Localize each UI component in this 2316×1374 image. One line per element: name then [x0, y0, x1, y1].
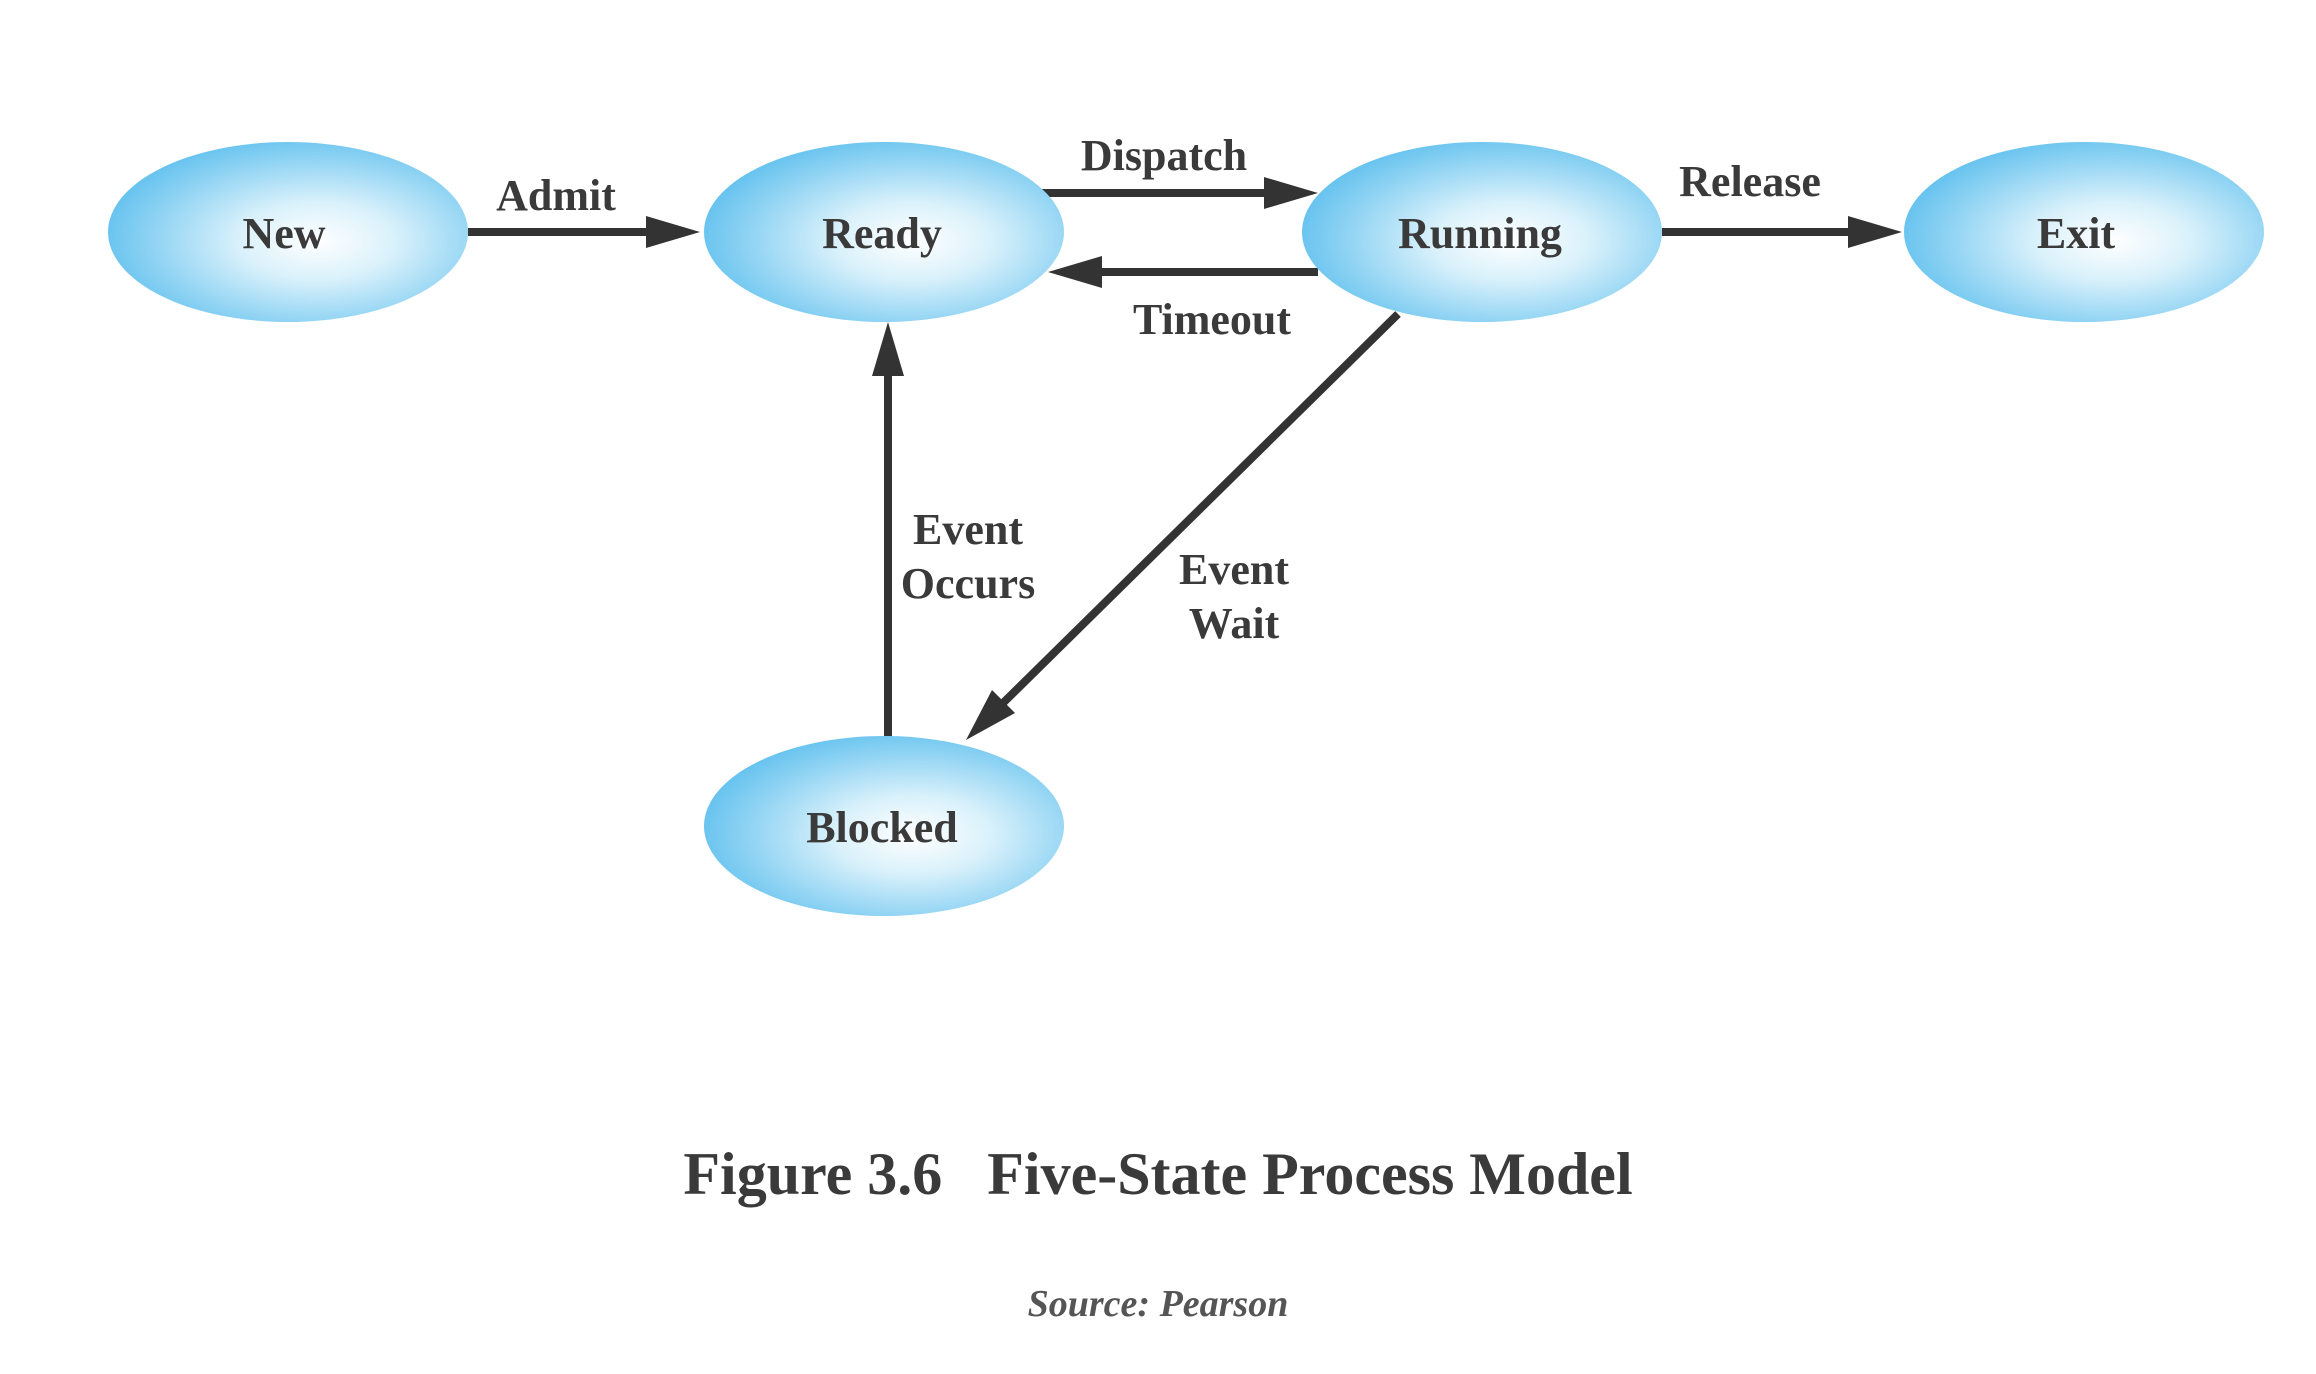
figure-source: Source: Pearson [1027, 1283, 1289, 1325]
arrow-head-icon [1264, 177, 1318, 209]
edge-label-event-occurs-line1: Event [913, 505, 1023, 554]
arrow-head-icon [872, 322, 904, 376]
state-exit-label: Exit [2037, 209, 2116, 258]
edge-label-dispatch: Dispatch [1081, 131, 1247, 180]
arrow-head-icon [1848, 216, 1902, 248]
state-new: New [108, 142, 468, 322]
edge-label-event-wait-line2: Wait [1189, 599, 1280, 648]
arrow-head-icon [646, 216, 700, 248]
edge-admit [468, 216, 700, 248]
state-running-label: Running [1398, 209, 1562, 258]
figure-caption: Figure 3.6 Five-State Process Model [683, 1141, 1633, 1207]
edge-event-occurs [872, 322, 904, 738]
edge-label-event-occurs-line2: Occurs [901, 559, 1035, 608]
state-ready: Ready [704, 142, 1064, 322]
edge-dispatch [1042, 177, 1318, 209]
edge-label-release: Release [1679, 157, 1821, 206]
edge-label-event-wait-line1: Event [1179, 545, 1289, 594]
state-running: Running [1302, 142, 1662, 322]
arrow-head-icon [966, 690, 1015, 740]
edge-label-timeout: Timeout [1133, 295, 1291, 344]
state-new-label: New [242, 209, 325, 258]
state-exit: Exit [1904, 142, 2264, 322]
edge-timeout [1048, 256, 1318, 288]
state-blocked-label: Blocked [806, 803, 958, 852]
state-blocked: Blocked [704, 736, 1064, 916]
arrow-head-icon [1048, 256, 1102, 288]
edge-release [1662, 216, 1902, 248]
state-ready-label: Ready [822, 209, 942, 258]
edge-event-wait [966, 311, 1401, 740]
edge-label-admit: Admit [496, 171, 616, 220]
